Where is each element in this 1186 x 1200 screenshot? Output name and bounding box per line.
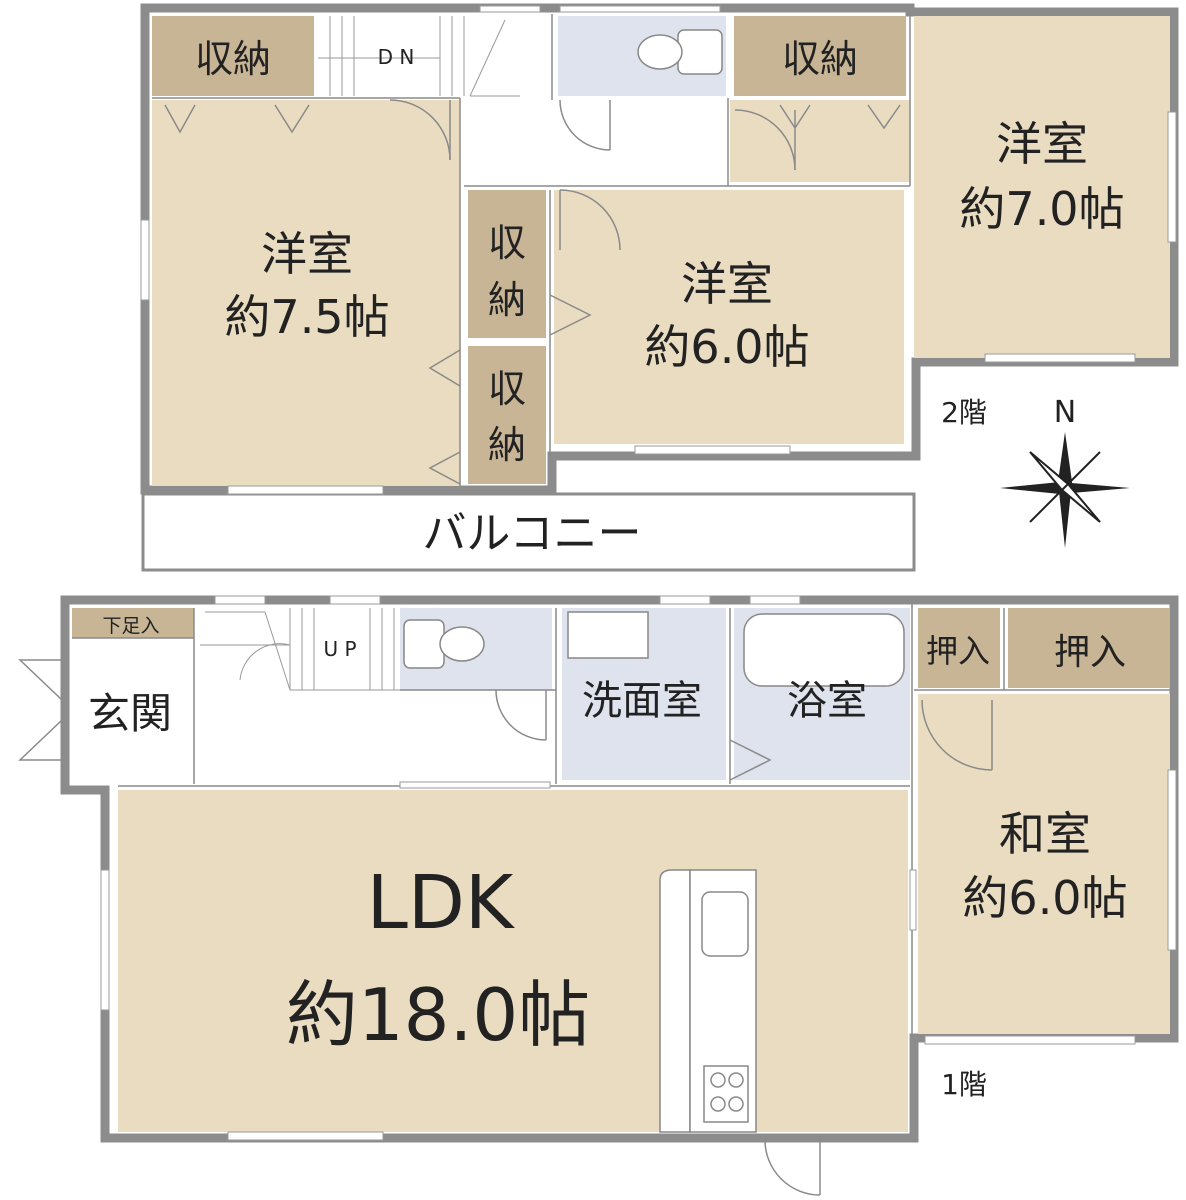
western-c-size: 約7.0帖: [959, 182, 1124, 236]
entrance-label: 玄関: [88, 689, 172, 738]
ldk: [118, 790, 908, 1132]
western-room-b: [554, 190, 904, 444]
toilet-icon: [637, 29, 723, 75]
storage-d-label-1: 収: [488, 367, 526, 411]
western-c-name: 洋室: [996, 117, 1088, 171]
ldk-name: LDK: [367, 860, 516, 946]
storage-a-label: 収納: [195, 37, 271, 81]
western-a-size: 約7.5帖: [224, 290, 389, 344]
storage-d-label-2: 納: [488, 423, 526, 467]
western-room-c: [914, 16, 1170, 358]
storage-c-label-1: 収: [488, 221, 526, 265]
storage-b: [734, 16, 906, 96]
closet-a-label: 押入: [926, 632, 990, 670]
western-b-size: 約6.0帖: [644, 320, 809, 374]
japanese-room: [918, 694, 1170, 1034]
storage-d: [468, 346, 546, 484]
japanese-room-size: 約6.0帖: [962, 871, 1127, 925]
balcony-label: バルコニー: [422, 508, 641, 559]
shoe-storage-label: 下足入: [102, 615, 159, 637]
closet-a: [918, 608, 1000, 688]
ldk-size: 約18.0帖: [286, 973, 590, 1057]
first-floor: 下足入 玄関 U P 洗面室 浴室 押入 押入 LDK 約18.0帖 和室 約6…: [18, 595, 1179, 1196]
washroom-label: 洗面室: [582, 678, 702, 724]
floor1-label: 1階: [941, 1068, 987, 1101]
second-floor: 収納 D N 収納 洋室 約7.5帖 収 納 収 納 洋室 約6.0帖 洋室 約…: [140, 3, 1179, 572]
svg-text:N: N: [1054, 395, 1076, 430]
stairs-down: [318, 16, 554, 96]
storage-c: [468, 190, 546, 338]
hallway-2f: [464, 100, 724, 186]
closet-b-label: 押入: [1054, 632, 1126, 673]
sink-icon: [701, 891, 749, 957]
shoe-storage: [72, 608, 194, 638]
bathroom-label: 浴室: [787, 678, 867, 724]
western-a-name: 洋室: [261, 227, 353, 281]
toilet-icon: [403, 619, 485, 669]
compass-icon: N: [1000, 395, 1130, 548]
western-b-name: 洋室: [681, 257, 773, 311]
storage-a: [152, 16, 314, 96]
closet-b: [1008, 608, 1170, 688]
stove-icon: [703, 1065, 749, 1123]
stairs-up-label: U P: [323, 637, 356, 661]
japanese-room-name: 和室: [999, 807, 1091, 861]
balcony: [141, 492, 916, 572]
storage-c-label-2: 納: [488, 278, 526, 322]
stairs-down-label: D N: [378, 45, 415, 69]
floor2-label: 2階: [941, 396, 987, 429]
entrance: [72, 640, 194, 782]
western-room-a: [152, 100, 460, 486]
storage-b-label: 収納: [782, 37, 858, 81]
